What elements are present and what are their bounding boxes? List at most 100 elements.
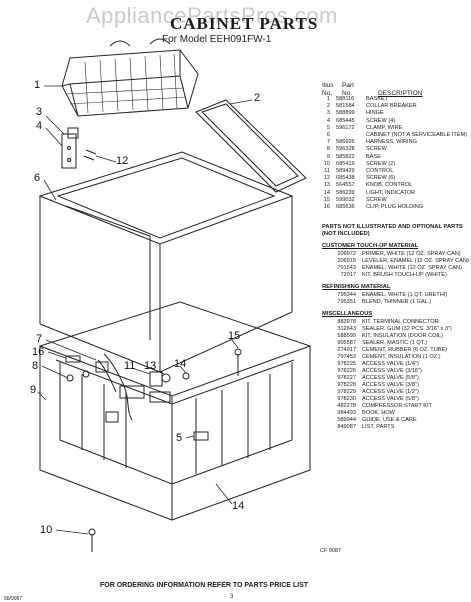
illus-no-cell: 11 [324,168,330,175]
description-cell: HARNESS, WIRING [366,139,417,146]
part-no-cell: 978225 [337,361,356,367]
illus-no-cell: 16 [323,204,330,211]
illus-no-cell: 14 [323,189,330,196]
page-number: 3 [230,594,234,600]
section-heading: REFINISHING MATERIAL [322,284,391,290]
description-cell: SCREW (2) [366,160,396,167]
table-row: 14 586239 LIGHT, INDICATOR [320,190,470,197]
description-cell: BASE [366,153,381,160]
callout-6: 6 [34,172,41,184]
description-cell: CLIP, PLUG HOLDING [366,204,424,211]
callout-10: 10 [40,524,53,536]
description-cell: ACCESS VALVE (5/8") [362,396,419,402]
description-cell: BOOK, HOW [362,410,395,416]
description-cell: ACCESS VALVE (1/2") [362,389,419,395]
description-cell: ACCESS VALVE (1/4") [362,361,419,367]
part-no-cell: 588899 [336,110,355,117]
part-no-cell: 685636 [336,204,355,211]
description-cell: KIT, INSULATION (DOOR COIL) [362,333,444,339]
description-cell: KNOB, CONTROL [366,182,413,189]
watermark: AppliancePartsPros.com [86,3,338,28]
description-cell: CABINET (NOT A SERVICEABLE ITEM) [366,132,468,139]
list-item: 978228 ACCESS VALVE (3/8") [322,382,470,389]
illus-no-cell: 3 [326,110,330,117]
illus-no-cell: 9 [326,153,330,160]
part-no-cell: 596172 [336,124,355,131]
page-title: CABINET PARTS [170,14,319,33]
description-cell: ENAMEL, WHITE (12 OZ. SPRAY CAN) [362,265,462,271]
callout-14: 14 [174,358,187,370]
cabinet-drawing [38,151,294,373]
table-header: Illus No. Part No. DESCRIPTION [322,82,470,98]
description-cell: LIST, PARTS [362,424,395,430]
part-no-cell: 72017 [340,272,356,278]
illus-no-cell: 1 [326,96,330,102]
callout-3: 3 [36,106,43,118]
part-no-cell: 599032 [336,196,355,203]
part-no-cell: 978227 [337,375,356,381]
description-cell: SCREW (4) [366,117,396,124]
col-part-no: Part No. [342,82,354,97]
illus-no-cell: 6 [326,132,330,139]
part-no-cell: 791543 [337,265,356,271]
illus-no-cell: 10 [323,160,330,167]
illus-no-cell: 7 [326,139,330,146]
description-cell: ACCESS VALVE (5/8") [362,375,419,381]
callout-7: 7 [36,333,43,345]
part-no-cell: 795344 [337,292,356,298]
description-cell: GUIDE, USE & CARE [362,417,417,423]
part-no-cell: 849087 [337,424,356,430]
callout-9: 9 [30,384,37,396]
part-no-cell: 274917 [337,347,356,353]
part-no-cell: 482278 [337,403,356,409]
part-no-cell: 685419 [336,160,355,167]
base-drawing [38,301,312,521]
description-cell: COMPRESSOR START KIT [362,403,432,409]
callout-8: 8 [32,360,39,372]
callout-5: 5 [176,432,183,444]
description-cell: ACCESS VALVE (3/8") [362,382,419,388]
callout-13: 13 [144,360,157,372]
list-item: 791543 ENAMEL, WHITE (12 OZ. SPRAY CAN) [322,265,470,272]
callout-15: 15 [228,330,241,342]
section-heading: CUSTOMER TOUCH-UP MATERIAL [322,243,419,249]
part-no-cell: 978228 [337,382,356,388]
callout-4: 4 [36,120,43,132]
description-cell: HINGE [366,110,384,117]
illus-no-cell: 5 [326,124,330,131]
description-cell: BLEND, THINNER (1 GAL.) [362,299,432,305]
part-no-cell: 883978 [337,319,356,325]
table-row: 10 685419 SCREW (2) [320,161,470,168]
table-row: 16 685636 CLIP, PLUG HOLDING [320,204,470,211]
illus-no-cell: 15 [323,196,330,203]
figure-code: CF 9087 [320,548,342,554]
basket-drawing [61,38,199,117]
illus-no-cell: 13 [323,182,330,189]
list-item: 72017 KIT, BRUSH TOUCH-UP (WHITE) [322,272,470,279]
part-no-cell [330,132,362,139]
description-cell: LIGHT, INDICATOR [366,189,416,196]
description-cell: KIT, BRUSH TOUCH-UP (WHITE) [362,272,447,278]
description-cell: PRIMER, WHITE (12 OZ. SPRAY CAN) [362,251,461,257]
hinge-drawing [61,127,79,169]
description-cell: SCREW [366,146,387,153]
part-no-cell: 586239 [336,189,355,196]
callout-14-lower: 14 [232,500,245,512]
section-heading: MISCELLANEOUS [322,311,373,317]
part-no-cell: 581584 [336,103,355,110]
part-no-cell: 685438 [336,175,355,182]
